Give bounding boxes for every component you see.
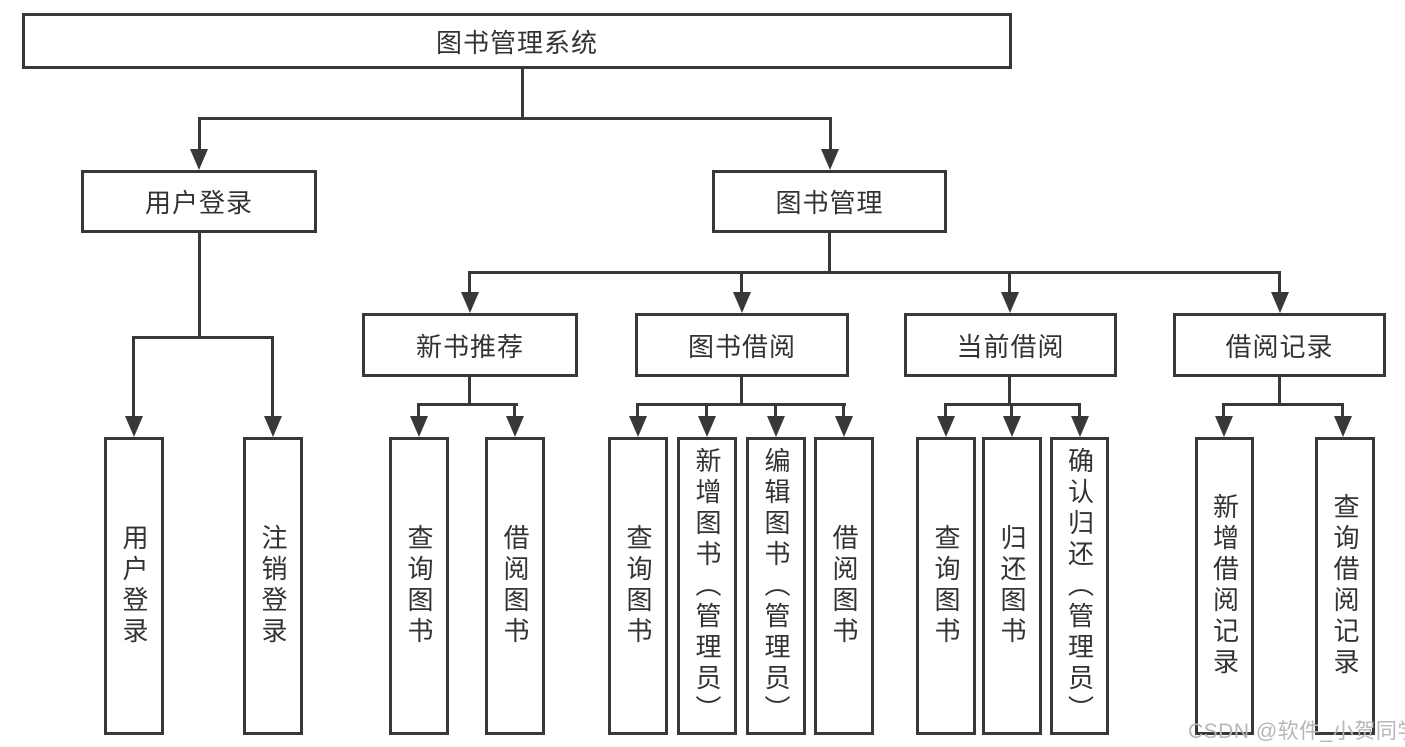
node-label: 查询借阅记录	[1330, 493, 1360, 679]
node-label: 查询图书	[623, 524, 653, 648]
connector-line	[198, 233, 201, 339]
node-label: 确认归还（管理员）	[1064, 446, 1095, 726]
leaf-confirm-return-admin: 确认归还（管理员）	[1050, 437, 1109, 735]
leaf-borrow-books-borrowing: 借阅图书	[814, 437, 874, 735]
arrow-down-icon	[190, 149, 208, 170]
leaf-edit-book-admin: 编辑图书（管理员）	[746, 437, 806, 735]
node-label: 编辑图书（管理员）	[761, 446, 791, 726]
connector-line	[271, 336, 274, 419]
connector-line	[132, 336, 135, 419]
node-label: 图书管理	[775, 188, 884, 218]
arrow-down-icon	[821, 149, 839, 170]
connector-line	[636, 403, 846, 406]
node-book-management: 图书管理	[712, 170, 947, 233]
node-label: 借阅图书	[829, 524, 859, 648]
connector-line	[1078, 403, 1081, 419]
connector-line	[1008, 271, 1011, 295]
arrow-down-icon	[835, 416, 853, 437]
arrow-down-icon	[1003, 416, 1021, 437]
arrow-down-icon	[698, 416, 716, 437]
arrow-down-icon	[1071, 416, 1089, 437]
node-label: 新增借阅记录	[1209, 493, 1240, 679]
connector-line	[1222, 403, 1225, 419]
leaf-logout: 注销登录	[243, 437, 303, 735]
connector-line	[636, 403, 639, 419]
arrow-down-icon	[1334, 416, 1352, 437]
node-label: 借阅记录	[1225, 331, 1334, 362]
node-label: 用户登录	[144, 188, 253, 218]
connector-line	[468, 377, 471, 406]
leaf-query-borrow-record: 查询借阅记录	[1315, 437, 1375, 735]
node-label: 归还图书	[997, 524, 1027, 648]
connector-line	[944, 403, 947, 419]
node-current-borrowing: 当前借阅	[904, 313, 1117, 377]
connector-line	[829, 117, 832, 152]
leaf-query-books-recommend: 查询图书	[389, 437, 449, 735]
connector-line	[521, 69, 524, 118]
connector-line	[417, 403, 420, 419]
connector-line	[513, 403, 516, 419]
node-label: 图书借阅	[687, 331, 796, 362]
leaf-add-borrow-record: 新增借阅记录	[1195, 437, 1254, 735]
connector-line	[774, 403, 777, 419]
leaf-query-books-borrowing: 查询图书	[608, 437, 668, 735]
connector-line	[417, 403, 518, 406]
connector-line	[132, 336, 274, 339]
arrow-down-icon	[629, 416, 647, 437]
node-label: 注销登录	[258, 524, 288, 648]
arrow-down-icon	[937, 416, 955, 437]
arrow-down-icon	[767, 416, 785, 437]
connector-line	[468, 271, 471, 295]
node-label: 新书推荐	[415, 331, 524, 362]
node-label: 当前借阅	[956, 331, 1065, 362]
connector-line	[828, 233, 831, 274]
node-book-borrowing: 图书借阅	[635, 313, 849, 377]
node-label: 图书管理系统	[435, 27, 598, 58]
leaf-user-login: 用户登录	[104, 437, 164, 735]
leaf-query-books-current: 查询图书	[916, 437, 976, 735]
connector-line	[1341, 403, 1344, 419]
node-borrowing-records: 借阅记录	[1173, 313, 1386, 377]
arrow-down-icon	[461, 292, 479, 313]
connector-line	[1278, 377, 1281, 406]
node-label: 新增图书（管理员）	[692, 446, 722, 726]
connector-line	[198, 117, 832, 120]
connector-line	[1010, 403, 1013, 419]
csdn-watermark: CSDN @软件_小贺同学	[1188, 720, 1405, 743]
node-label: 查询图书	[404, 524, 434, 648]
connector-line	[1278, 271, 1281, 295]
arrow-down-icon	[1001, 292, 1019, 313]
node-library-management-system: 图书管理系统	[22, 13, 1012, 69]
connector-line	[468, 271, 1281, 274]
connector-line	[842, 403, 845, 419]
arrow-down-icon	[1215, 416, 1233, 437]
connector-line	[740, 377, 743, 406]
node-user-login: 用户登录	[81, 170, 317, 233]
arrow-down-icon	[506, 416, 524, 437]
connector-line	[198, 117, 201, 152]
node-label: 借阅图书	[500, 524, 530, 648]
leaf-borrow-books-recommend: 借阅图书	[485, 437, 545, 735]
arrow-down-icon	[1271, 292, 1289, 313]
node-label: 用户登录	[119, 524, 149, 648]
connector-line	[705, 403, 708, 419]
leaf-add-book-admin: 新增图书（管理员）	[677, 437, 737, 735]
leaf-return-book: 归还图书	[982, 437, 1042, 735]
arrow-down-icon	[410, 416, 428, 437]
connector-line	[1222, 403, 1344, 406]
node-new-book-recommend: 新书推荐	[362, 313, 578, 377]
arrow-down-icon	[264, 416, 282, 437]
arrow-down-icon	[125, 416, 143, 437]
connector-line	[740, 271, 743, 295]
node-label: 查询图书	[931, 524, 961, 648]
arrow-down-icon	[733, 292, 751, 313]
connector-line	[1008, 377, 1011, 406]
